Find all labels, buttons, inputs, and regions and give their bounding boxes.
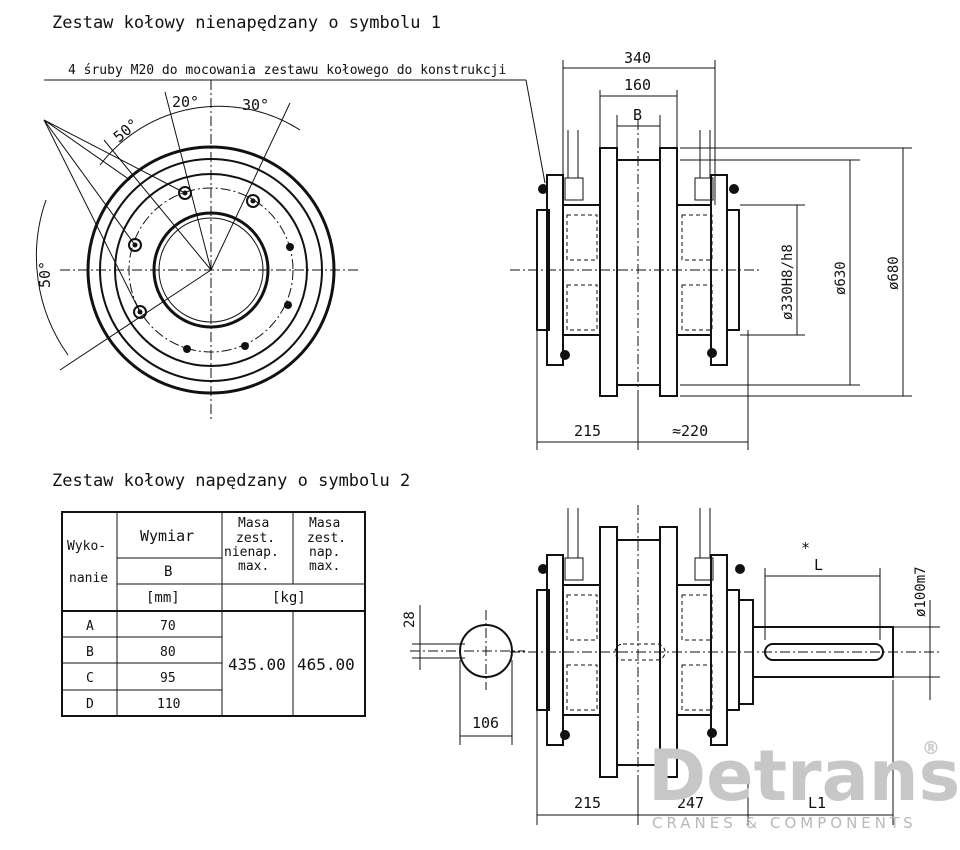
dim-215-top: 215 <box>574 422 601 440</box>
bolt-holes <box>128 186 294 353</box>
table-row-b: 70 <box>160 619 176 634</box>
th-masa2-4: max. <box>309 559 340 574</box>
th-masa1-2: zest. <box>236 531 275 546</box>
title-symbol2: Zestaw kołowy napędzany o symbolu 2 <box>52 471 410 491</box>
th-masa1-4: max. <box>238 559 269 574</box>
th-B: B <box>164 564 172 580</box>
dims-bottom <box>536 568 940 825</box>
table-row-w: D <box>86 697 94 712</box>
angle-20: 20° <box>172 93 199 111</box>
th-wymiar: Wymiar <box>140 527 194 545</box>
side-view-wheel <box>510 120 760 420</box>
title-symbol1: Zestaw kołowy nienapędzany o symbolu 1 <box>52 13 441 33</box>
dim-215-bottom: 215 <box>574 794 601 812</box>
dim-330: ø330H8/h8 <box>780 244 796 320</box>
dim-B: B <box>633 106 642 124</box>
detrans-logo: Detrans ® CRANES & COMPONENTS <box>648 735 960 832</box>
dim-220: ≈220 <box>672 422 708 440</box>
th-kg: [kg] <box>272 590 306 606</box>
shaft-section <box>410 605 525 745</box>
dim-630: ø630 <box>833 261 849 295</box>
th-wykonanie-1: Wyko- <box>67 539 106 554</box>
th-mm: [mm] <box>146 590 180 606</box>
mass-table <box>61 511 366 717</box>
th-wykonanie-2: nanie <box>69 571 108 586</box>
dim-247: 247 <box>677 794 704 812</box>
angle-50-left: 50° <box>36 261 54 288</box>
th-masa2-1: Masa <box>309 516 340 531</box>
dim-106: 106 <box>472 714 499 732</box>
logo-name: Detrans <box>648 735 960 817</box>
keyway <box>764 643 884 661</box>
th-masa1-1: Masa <box>238 516 269 531</box>
dim-100: ø100m7 <box>913 566 929 617</box>
dim-680: ø680 <box>886 256 902 290</box>
dim-340: 340 <box>624 49 651 67</box>
dim-L1: L1 <box>808 794 826 812</box>
dim-160: 160 <box>624 76 651 94</box>
angle-50-top: 50° <box>110 115 142 146</box>
table-row-b: 110 <box>157 697 180 712</box>
th-masa1-3: nienap. <box>224 545 279 560</box>
leader-note: 4 śruby M20 do mocowania zestawu kołoweg… <box>68 63 506 78</box>
angle-30: 30° <box>242 96 269 114</box>
dim-L: L <box>814 556 823 574</box>
shaft <box>752 626 894 678</box>
logo-tagline: CRANES & COMPONENTS <box>652 814 917 832</box>
th-masa2-2: zest. <box>307 531 346 546</box>
mass-nienap: 435.00 <box>228 655 286 674</box>
table-row-b: 80 <box>160 645 176 660</box>
logo-registered: ® <box>922 738 940 759</box>
front-view-wheel <box>35 80 360 420</box>
table-row-w: B <box>86 645 94 660</box>
dims-top <box>536 60 912 450</box>
th-masa2-3: nap. <box>309 545 340 560</box>
table-row-w: A <box>86 619 94 634</box>
leader-to-side-view <box>525 79 546 184</box>
mass-nap: 465.00 <box>297 655 355 674</box>
dim-L-star: * <box>801 539 810 557</box>
table-row-w: C <box>86 671 94 686</box>
dim-28: 28 <box>402 611 418 628</box>
dim-L1-star: * <box>795 779 804 797</box>
table-row-b: 95 <box>160 671 176 686</box>
driven-wheel-view <box>510 505 940 800</box>
